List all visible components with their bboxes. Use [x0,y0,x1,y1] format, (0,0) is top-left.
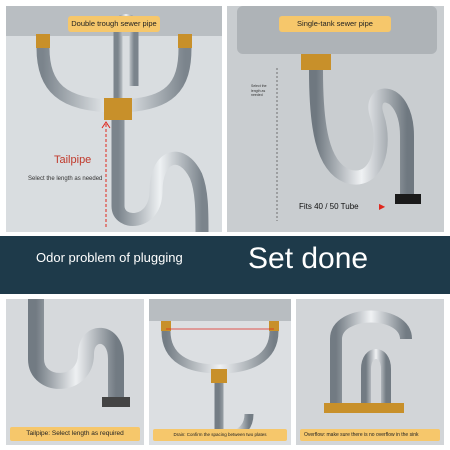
banner-subtitle: Odor problem of plugging [36,250,183,265]
right-drain-fitting [178,34,192,48]
single-tank-title: Single-tank sewer pipe [279,16,391,32]
overflow-detail-panel: Overflow: make sure there is no overflow… [296,299,444,445]
drain-caption: Drain: Confirm the spacing between two p… [153,429,287,441]
fits-arrow-icon: ▶ [379,202,386,211]
tailpipe-illustration [28,299,130,407]
left-drain-fitting [36,34,50,48]
drain-fitting [301,54,331,70]
double-trough-panel: Double trough sewer pipe Tailpipe Select… [6,6,222,232]
fits-tube-label: Fits 40 / 50 Tube [299,202,359,211]
double-trough-title: Double trough sewer pipe [68,16,160,32]
drain-illustration [149,299,291,440]
promo-banner: Odor problem of plugging Set done [0,236,450,294]
measure-note: Select the length as needed [251,84,267,97]
tailpipe-detail-panel: Tailpipe: Select length as required [6,299,144,445]
hose-lower [111,120,209,232]
drain-detail-panel: Drain: Confirm the spacing between two p… [149,299,291,445]
tailpipe-hint: Select the length as needed [28,176,103,182]
double-trough-illustration [6,6,222,232]
overflow-illustration [324,299,412,413]
single-tank-illustration [237,6,437,221]
tailpipe-label: Tailpipe [54,154,92,166]
tee-connector [104,98,132,120]
tailpipe-caption: Tailpipe: Select length as required [10,426,140,441]
banner-headline: Set done [248,242,369,275]
single-tank-panel: Single-tank sewer pipe Select the length… [227,6,444,232]
hose [309,69,414,196]
overflow-caption: Overflow: make sure there is no overflow… [300,428,440,441]
